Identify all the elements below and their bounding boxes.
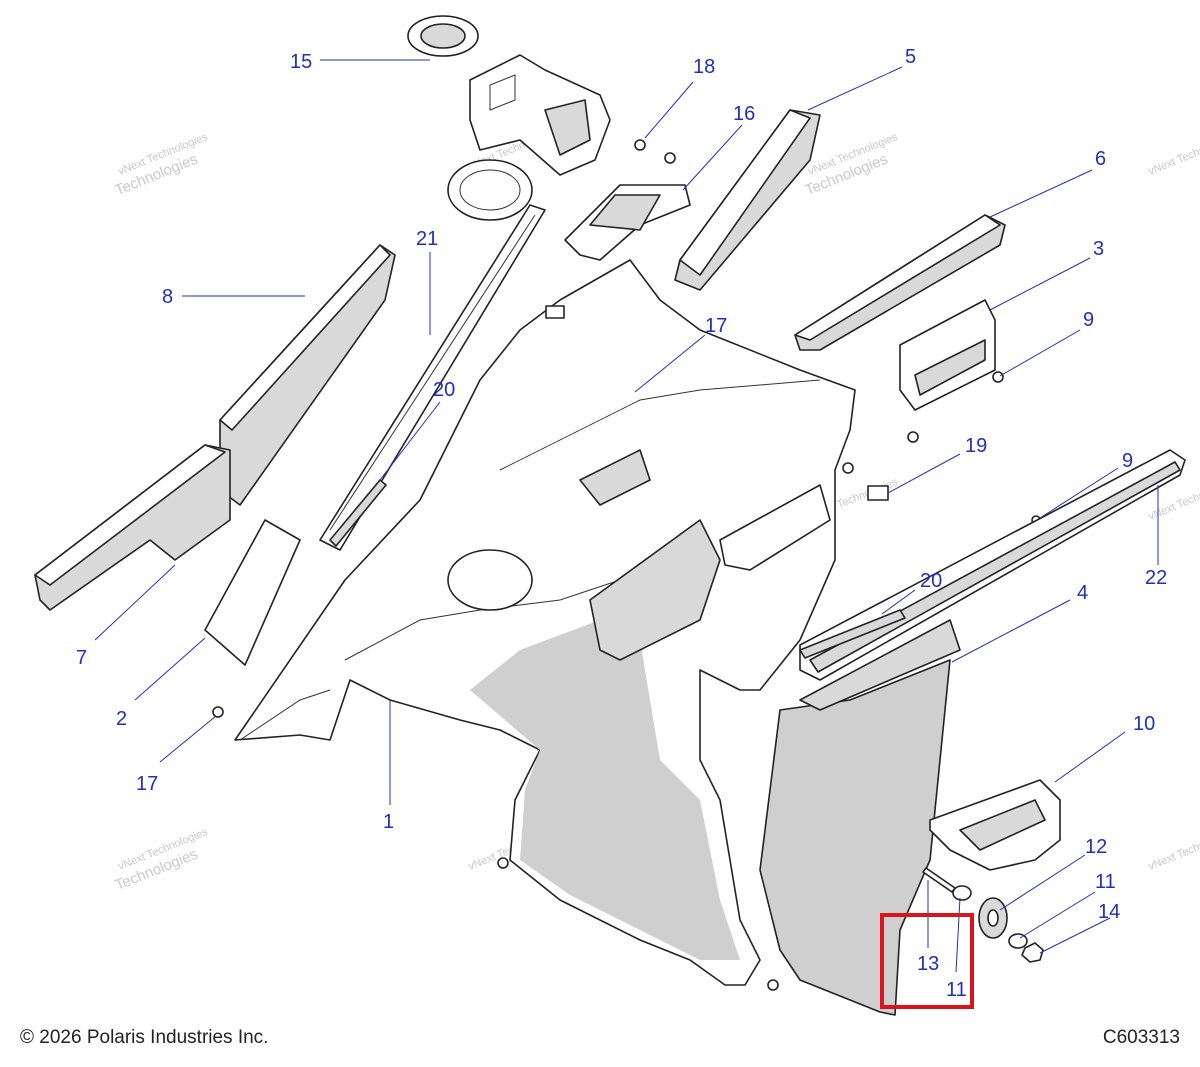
callout-4: 4 xyxy=(1077,582,1088,604)
callout-6: 6 xyxy=(1095,148,1106,170)
watermark: vNext Technologies xyxy=(1147,131,1200,178)
part-4-panel xyxy=(760,660,950,1015)
callout-15: 15 xyxy=(290,51,312,73)
leader-lines xyxy=(94,59,1159,973)
callout-21: 21 xyxy=(416,228,438,250)
callout-11: 11 xyxy=(946,979,967,1001)
part-20-strip xyxy=(329,479,387,547)
part-11-bushing xyxy=(1008,933,1028,949)
callout-13: 13 xyxy=(917,953,939,975)
callout-18: 18 xyxy=(693,56,715,78)
callout-2: 2 xyxy=(116,708,127,730)
callout-11: 11 xyxy=(1095,871,1116,893)
part-14-nut xyxy=(1021,942,1044,963)
callout-19: 19 xyxy=(965,435,987,457)
callout-12: 12 xyxy=(1085,836,1107,858)
callout-20: 20 xyxy=(920,570,942,592)
callout-20: 20 xyxy=(433,379,455,401)
part-18-screw xyxy=(634,139,646,151)
part-20-strip xyxy=(799,609,906,659)
part-9-nut xyxy=(992,371,1004,383)
part-2-film xyxy=(204,519,301,666)
part-13-bolt xyxy=(922,867,956,893)
callout-9: 9 xyxy=(1122,450,1133,472)
callouts: 15 18 16 5 6 3 9 21 8 17 20 19 9 22 20 4… xyxy=(76,46,1167,1001)
figure-id: C603313 xyxy=(1102,1027,1180,1048)
callout-7: 7 xyxy=(76,647,87,669)
callout-17: 17 xyxy=(136,773,158,795)
callout-9: 9 xyxy=(1083,309,1094,331)
watermark: vNext Technologies xyxy=(1147,826,1200,873)
callout-22: 22 xyxy=(1145,567,1167,589)
callout-5: 5 xyxy=(905,46,916,68)
callout-1: 1 xyxy=(383,811,394,833)
callout-14: 14 xyxy=(1098,901,1120,923)
part-17-screw xyxy=(212,706,224,718)
callout-17: 17 xyxy=(705,315,727,337)
part-21-trim xyxy=(319,204,546,551)
callout-16: 16 xyxy=(733,103,755,125)
callout-3: 3 xyxy=(1093,238,1104,260)
part-11-bushing xyxy=(952,885,972,901)
callout-10: 10 xyxy=(1133,713,1155,735)
copyright-text: © 2026 Polaris Industries Inc. xyxy=(20,1027,269,1048)
highlight-box xyxy=(880,913,974,1009)
callout-8: 8 xyxy=(162,286,173,308)
parts xyxy=(34,15,1186,1016)
part-19-clip xyxy=(867,485,889,501)
